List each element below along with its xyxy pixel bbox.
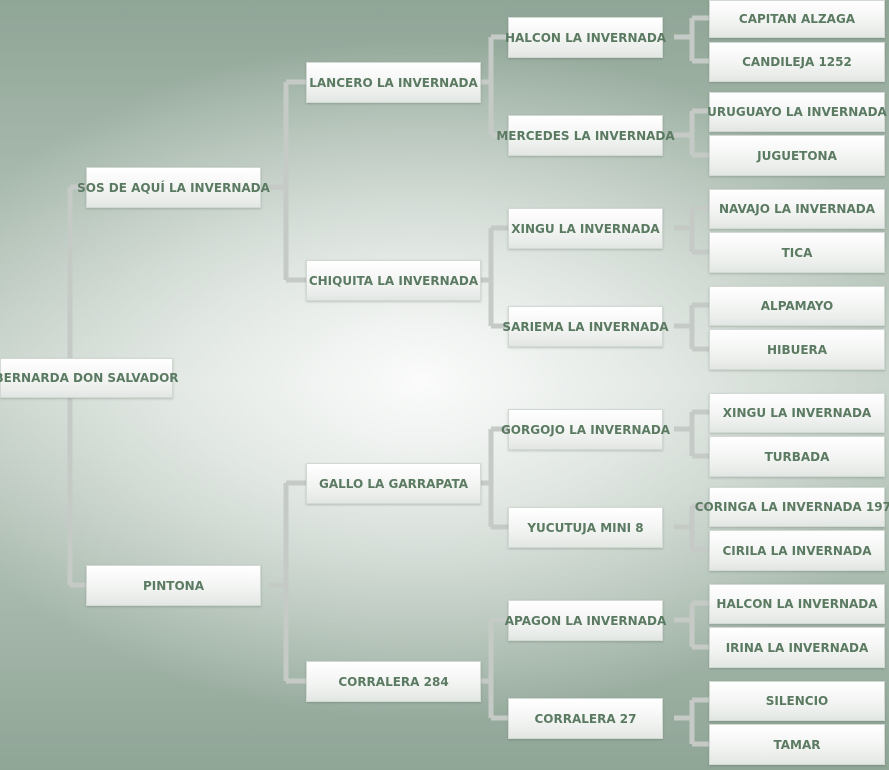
horse-sire[interactable]: SOS DE AQUÍ LA INVERNADA <box>77 167 270 208</box>
horse-dsdd[interactable]: CIRILA LA INVERNADA <box>709 530 885 571</box>
connector-bracket <box>674 503 714 553</box>
horse-sdd[interactable]: SARIEMA LA INVERNADA <box>502 306 669 347</box>
horse-dsd[interactable]: YUCUTUJA MINI 8 <box>508 507 663 548</box>
horse-sds[interactable]: XINGU LA INVERNADA <box>508 208 663 249</box>
connector-bracket <box>674 15 714 64</box>
horse-dss[interactable]: GORGOJO LA INVERNADA <box>501 409 670 450</box>
connector-bracket <box>674 302 714 352</box>
horse-ssd[interactable]: MERCEDES LA INVERNADA <box>496 115 675 156</box>
connector-bracket <box>268 79 308 283</box>
horse-ssdd[interactable]: JUGUETONA <box>709 135 885 176</box>
horse-sire-dam[interactable]: CHIQUITA LA INVERNADA <box>306 260 481 301</box>
connector-bracket <box>674 409 714 459</box>
connector-bracket <box>473 617 513 721</box>
connector-bracket <box>473 426 513 530</box>
horse-ddss[interactable]: HALCON LA INVERNADA <box>709 584 885 624</box>
horse-sdds[interactable]: ALPAMAYO <box>709 286 885 326</box>
horse-sddd[interactable]: HIBUERA <box>709 329 885 370</box>
connector-bracket <box>674 108 714 158</box>
horse-dssd[interactable]: TURBADA <box>709 436 885 477</box>
horse-dddd[interactable]: TAMAR <box>709 724 885 765</box>
horse-sire-sire[interactable]: LANCERO LA INVERNADA <box>306 62 481 103</box>
horse-ddsd[interactable]: IRINA LA INVERNADA <box>709 627 885 668</box>
horse-subject[interactable]: BERNARDA DON SALVADOR <box>0 358 179 398</box>
horse-dsds[interactable]: CORINGA LA INVERNADA 1979 <box>695 487 889 527</box>
connector-bracket <box>473 225 513 329</box>
horse-dam[interactable]: PINTONA <box>86 565 261 606</box>
horse-dam-sire[interactable]: GALLO LA GARRAPATA <box>306 463 481 504</box>
connector-bracket <box>268 480 308 684</box>
horse-sss[interactable]: HALCON LA INVERNADA <box>505 17 666 58</box>
horse-ddd[interactable]: CORRALERA 27 <box>508 698 663 739</box>
horse-dds[interactable]: APAGON LA INVERNADA <box>505 600 666 641</box>
horse-sdsd[interactable]: TICA <box>709 232 885 273</box>
horse-dsss[interactable]: XINGU LA INVERNADA <box>709 393 885 433</box>
connector-bracket <box>473 34 513 138</box>
horse-sdss[interactable]: NAVAJO LA INVERNADA <box>709 189 885 229</box>
horse-ddds[interactable]: SILENCIO <box>709 681 885 721</box>
horse-sssd[interactable]: CANDILEJA 1252 <box>709 42 885 82</box>
connector-bracket <box>674 600 714 650</box>
connector-bracket <box>674 205 714 255</box>
connector-bracket <box>674 697 714 747</box>
horse-ssds[interactable]: URUGUAYO LA INVERNADA <box>707 92 887 132</box>
horse-ssss[interactable]: CAPITAN ALZAGA <box>709 0 885 38</box>
horse-dam-dam[interactable]: CORRALERA 284 <box>306 661 481 702</box>
